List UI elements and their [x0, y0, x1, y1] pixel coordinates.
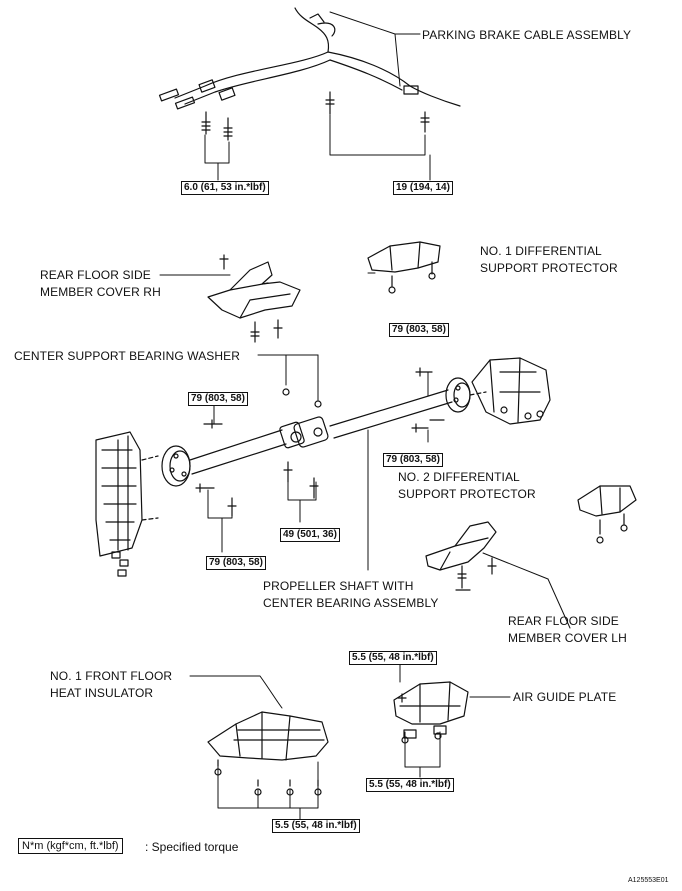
label-center-support-washer: CENTER SUPPORT BEARING WASHER — [14, 349, 241, 363]
label-insulator-line1: NO. 1 FRONT FLOOR — [50, 669, 173, 683]
label-no1-diff-line1: NO. 1 DIFFERENTIAL — [480, 244, 602, 258]
label-rear-lh-line2: MEMBER COVER LH — [508, 631, 627, 645]
label-rear-rh-line2: MEMBER COVER RH — [40, 285, 161, 299]
label-no2-diff-line2: SUPPORT PROTECTOR — [398, 487, 536, 501]
torque-air-guide-lower: 5.5 (55, 48 in.*lbf) — [366, 778, 454, 792]
air-guide-plate-drawing — [393, 681, 469, 744]
rear-floor-side-member-cover-lh-drawing — [425, 521, 497, 591]
torque-center-bearing: 49 (501, 36) — [280, 528, 340, 542]
parking-brake-cable-drawing — [158, 7, 461, 141]
torque-rear-flange-upper: 79 (803, 58) — [389, 323, 449, 337]
figure-id: A125553E01 — [628, 877, 669, 884]
label-no1-diff-line2: SUPPORT PROTECTOR — [480, 261, 618, 275]
label-propeller-shaft-line2: CENTER BEARING ASSEMBLY — [263, 596, 439, 610]
legend-description: : Specified torque — [145, 840, 239, 854]
label-rear-lh-line1: REAR FLOOR SIDE — [508, 614, 619, 628]
torque-rear-flange-lower: 79 (803, 58) — [383, 453, 443, 467]
no1-differential-support-protector-drawing — [367, 241, 441, 294]
label-propeller-shaft-line1: PROPELLER SHAFT WITH — [263, 579, 414, 593]
label-insulator-line2: HEAT INSULATOR — [50, 686, 154, 700]
label-no2-diff-line1: NO. 2 DIFFERENTIAL — [398, 470, 520, 484]
propeller-shaft-drawing — [95, 357, 551, 577]
label-air-guide-plate: AIR GUIDE PLATE — [513, 690, 617, 704]
torque-parking-brake-right: 19 (194, 14) — [393, 181, 453, 195]
torque-heat-insulator: 5.5 (55, 48 in.*lbf) — [272, 819, 360, 833]
no2-differential-support-protector-drawing — [577, 485, 637, 544]
torque-front-flange-lower: 79 (803, 58) — [206, 556, 266, 570]
rear-floor-side-member-cover-rh-drawing — [207, 254, 301, 343]
leader-lines-top — [159, 11, 571, 821]
heat-insulator-drawing — [207, 711, 329, 796]
legend-unit-box: N*m (kgf*cm, ft.*lbf) — [18, 838, 123, 854]
torque-front-flange-upper: 79 (803, 58) — [188, 392, 248, 406]
label-parking-brake-cable: PARKING BRAKE CABLE ASSEMBLY — [422, 28, 632, 42]
torque-air-guide-upper: 5.5 (55, 48 in.*lbf) — [349, 651, 437, 665]
torque-parking-brake-left: 6.0 (61, 53 in.*lbf) — [181, 181, 269, 195]
label-rear-rh-line1: REAR FLOOR SIDE — [40, 268, 151, 282]
